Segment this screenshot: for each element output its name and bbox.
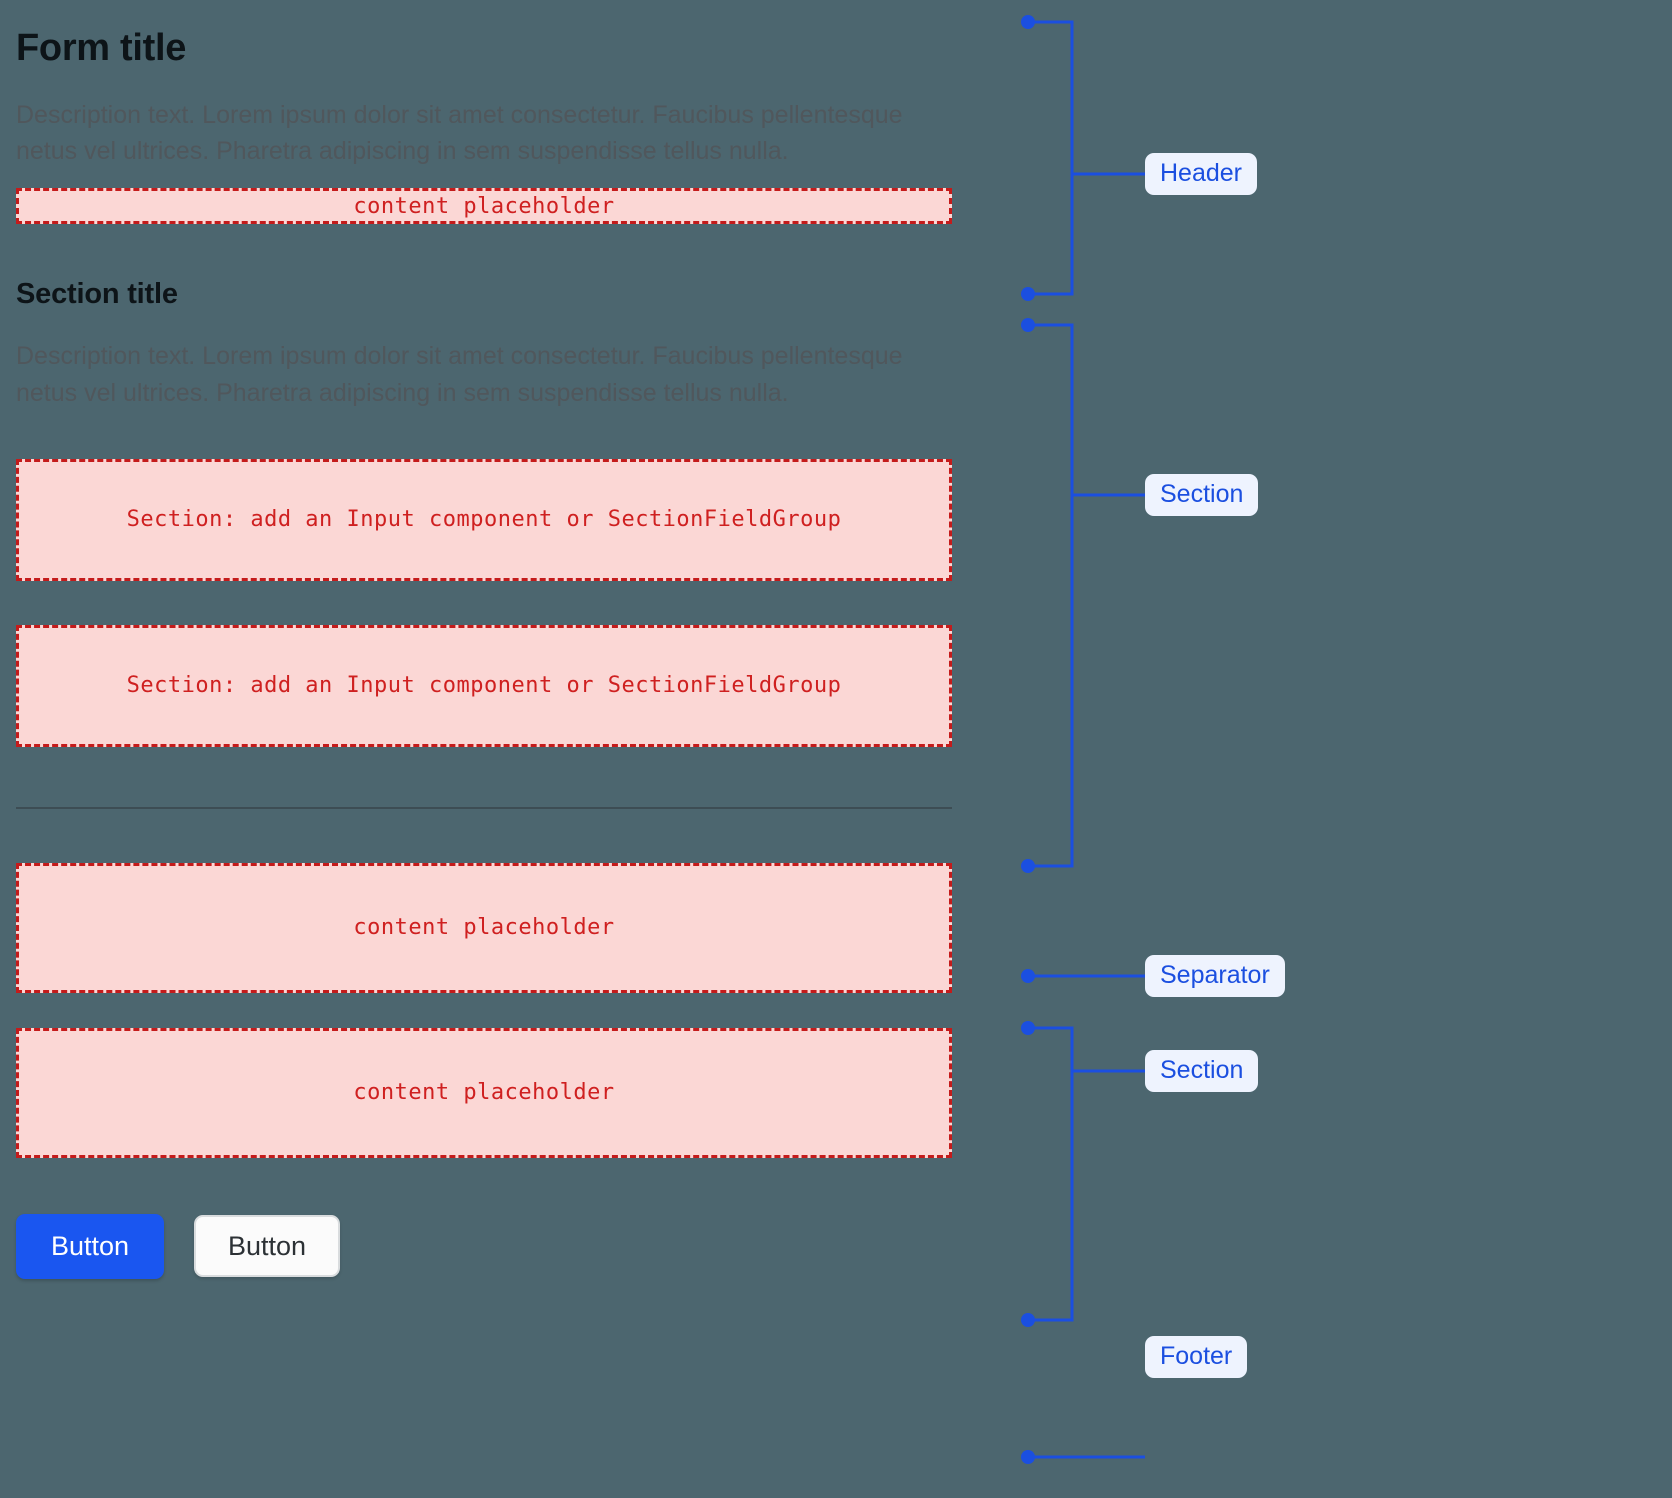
annotation-bracket-section-top (1021, 318, 1145, 873)
form-header: Form title Description text. Lorem ipsum… (16, 0, 1016, 224)
anchor-dot-section-top-end (1021, 859, 1035, 873)
annotation-leader-separator (1021, 969, 1145, 983)
section-title: Section title (16, 278, 178, 310)
annotation-label-header[interactable]: Header (1145, 153, 1257, 196)
form-container: Form title Description text. Lorem ipsum… (16, 0, 1016, 1279)
anchor-dot-section-bottom-start (1021, 1021, 1035, 1035)
form-footer: Button Button (16, 1213, 1016, 1279)
header-content-placeholder[interactable]: content placeholder (16, 188, 952, 224)
annotation-leader-footer (1021, 1450, 1145, 1464)
anchor-dot-section-top-start (1021, 318, 1035, 332)
form-section-two: content placeholder content placeholder (16, 862, 1016, 1158)
primary-button[interactable]: Button (16, 1213, 164, 1279)
secondary-button[interactable]: Button (194, 1215, 340, 1278)
annotation-bracket-section-bottom (1021, 1021, 1145, 1327)
section-field-placeholder-1[interactable]: Section: add an Input component or Secti… (16, 458, 952, 581)
bracket-line-section-bottom (1028, 1026, 1074, 1322)
annotation-label-section-top[interactable]: Section (1145, 474, 1259, 517)
anchor-dot-separator (1021, 969, 1035, 983)
anchor-dot-header-bottom (1021, 287, 1035, 301)
anchor-dot-header-top (1021, 15, 1035, 29)
anchor-dot-section-bottom-end (1021, 1313, 1035, 1327)
anchor-dot-footer (1021, 1450, 1035, 1464)
separator (16, 806, 952, 809)
bracket-line-header (1028, 20, 1074, 296)
header-description: Description text. Lorem ipsum dolor sit … (16, 100, 903, 166)
section-field-placeholder-2[interactable]: Section: add an Input component or Secti… (16, 624, 952, 747)
annotation-label-section-bottom[interactable]: Section (1145, 1050, 1259, 1093)
section-description: Description text. Lorem ipsum dolor sit … (16, 342, 903, 407)
page-title: Form title (16, 27, 187, 69)
bracket-line-section-top (1028, 323, 1074, 868)
annotation-label-separator[interactable]: Separator (1145, 955, 1285, 998)
annotation-bracket-header (1021, 15, 1145, 301)
annotation-label-footer[interactable]: Footer (1145, 1336, 1248, 1379)
form-section-one: Section title Description text. Lorem ip… (16, 276, 1016, 747)
section-two-content-placeholder-2[interactable]: content placeholder (16, 1027, 952, 1158)
section-two-content-placeholder-1[interactable]: content placeholder (16, 862, 952, 993)
